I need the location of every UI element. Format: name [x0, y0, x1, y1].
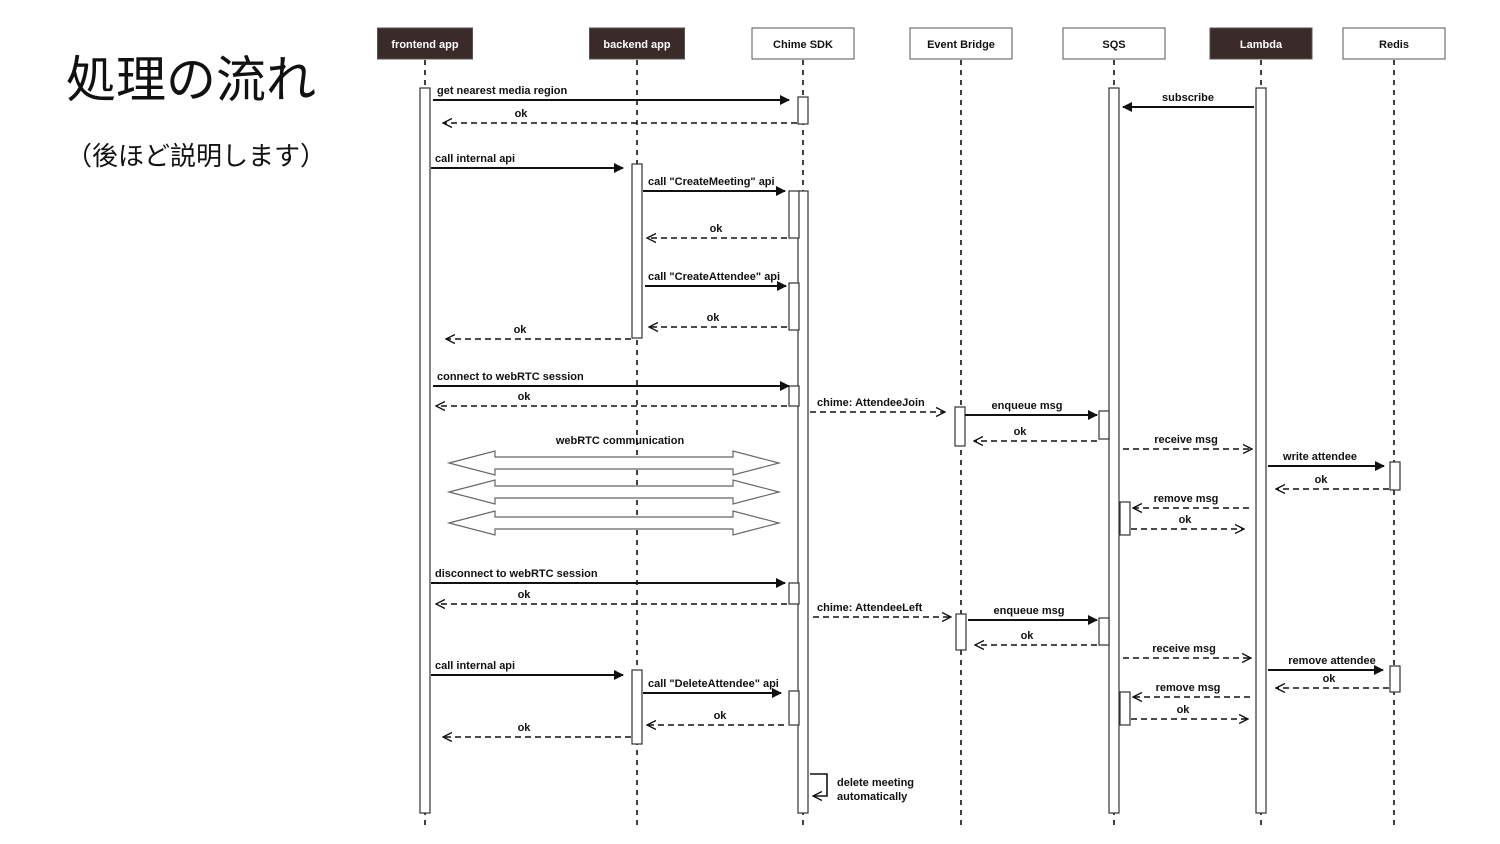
message-label: ok: [514, 324, 528, 336]
activation-bar: [1119, 501, 1131, 536]
message-label: ok: [710, 223, 724, 235]
page-title: 処理の流れ: [66, 51, 316, 109]
message-label: subscribe: [1162, 92, 1214, 104]
message-label: write attendee: [1282, 451, 1357, 463]
message-label: remove attendee: [1288, 655, 1375, 667]
message-label: call "CreateMeeting" api: [648, 176, 775, 188]
participant-label-fe: frontend app: [391, 39, 458, 51]
message-label: enqueue msg: [994, 605, 1065, 617]
activation-bar: [1098, 410, 1110, 440]
activation-bar: [631, 163, 643, 339]
message-label: receive msg: [1154, 434, 1218, 446]
page-subtitle: （後ほど説明します）: [66, 142, 327, 172]
participant-box-lam: [1209, 27, 1313, 60]
message-label: connect to webRTC session: [437, 371, 584, 383]
message-label: call internal api: [435, 660, 515, 672]
participant-box-sdk: [751, 27, 855, 60]
activation-bar: [797, 96, 809, 125]
participant-box-sqs: [1062, 27, 1166, 60]
activation-bar: [788, 582, 800, 605]
participant-label-sqs: SQS: [1102, 39, 1125, 51]
participant-label-sdk: Chime SDK: [773, 39, 833, 51]
activation-bar: [955, 613, 967, 651]
webrtc-double-arrow: [446, 479, 782, 505]
participant-label-lam: Lambda: [1240, 39, 1283, 51]
activation-bar: [1098, 617, 1110, 646]
self-message-label-line1: delete meeting: [837, 777, 914, 789]
message-label: chime: AttendeeJoin: [817, 397, 925, 409]
webrtc-label: webRTC communication: [555, 435, 685, 447]
message-label: chime: AttendeeLeft: [817, 602, 923, 614]
activation-bar: [1108, 87, 1120, 814]
message-label: remove msg: [1154, 493, 1219, 505]
message-label: ok: [515, 108, 529, 120]
message-label: ok: [1021, 630, 1035, 642]
participant-box-eb: [909, 27, 1013, 60]
message-label: call "CreateAttendee" api: [648, 271, 780, 283]
participant-box-be: [589, 27, 685, 60]
message-label: ok: [1179, 514, 1193, 526]
activation-bar: [788, 282, 800, 331]
activation-bar: [788, 690, 800, 726]
activation-bar: [1119, 691, 1131, 726]
message-label: remove msg: [1156, 682, 1221, 694]
participant-box-rds: [1342, 27, 1446, 60]
participant-label-be: backend app: [603, 39, 671, 51]
message-label: ok: [518, 589, 532, 601]
message-label: ok: [707, 312, 721, 324]
message-label: ok: [1014, 426, 1028, 438]
participant-label-rds: Redis: [1379, 39, 1409, 51]
message-label: receive msg: [1152, 643, 1216, 655]
message-label: ok: [1177, 704, 1191, 716]
webrtc-double-arrow: [446, 450, 782, 476]
message-label: call "DeleteAttendee" api: [648, 678, 779, 690]
participant-box-fe: [377, 27, 473, 60]
message-label: ok: [1315, 474, 1329, 486]
activation-bar: [1389, 665, 1401, 693]
message-label: ok: [518, 391, 532, 403]
activation-bar: [797, 190, 809, 814]
message-label: ok: [714, 710, 728, 722]
message-label: call internal api: [435, 153, 515, 165]
activation-bar: [1389, 461, 1401, 491]
message-label: disconnect to webRTC session: [435, 568, 598, 580]
self-message-arrow: [810, 773, 828, 796]
webrtc-double-arrow: [446, 510, 782, 536]
activation-bar: [788, 385, 800, 407]
participant-label-eb: Event Bridge: [927, 39, 995, 51]
self-message-label-line2: automatically: [837, 791, 908, 803]
activation-bar: [1255, 87, 1267, 814]
activation-bar: [954, 406, 966, 447]
message-label: ok: [518, 722, 532, 734]
message-label: enqueue msg: [992, 400, 1063, 412]
activation-bar: [419, 87, 431, 814]
activation-bar: [631, 669, 643, 745]
activation-bar: [788, 190, 800, 239]
message-label: ok: [1323, 673, 1337, 685]
message-label: get nearest media region: [437, 85, 567, 97]
